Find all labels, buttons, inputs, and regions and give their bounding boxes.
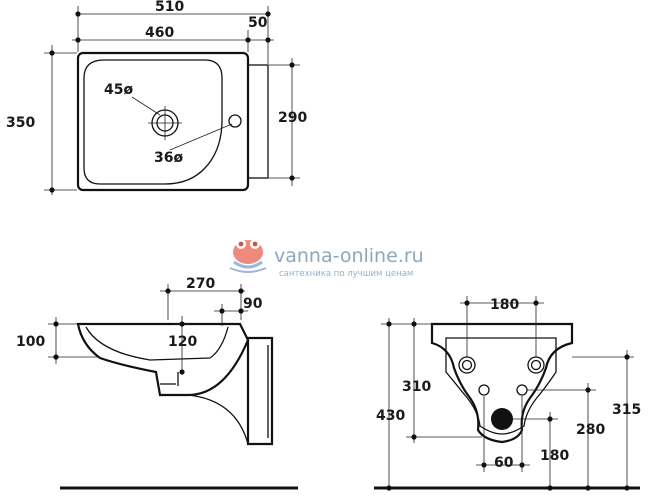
front-outer (430, 322, 574, 444)
front-view: 180 310 430 315 280 60 180 (374, 296, 641, 491)
front-inner (445, 337, 557, 435)
dim-lower-spacing: 60 (494, 455, 514, 471)
mount-hole-left (458, 356, 476, 374)
dim-lower-offset: 180 (540, 448, 569, 464)
dim-mount-spacing: 180 (490, 297, 519, 313)
dim-drain-offset: 120 (168, 334, 197, 350)
dim-mount-height: 310 (402, 379, 431, 395)
lower-hole-left (478, 384, 490, 396)
top-view: 510 460 50 350 290 45ø 36ø (6, 0, 307, 195)
dim-wall-offset: 90 (243, 296, 263, 312)
side-bracket (246, 336, 274, 446)
dim-drain-diameter: 45ø (104, 82, 133, 98)
side-profile (76, 322, 250, 397)
dim-outlet-height: 315 (612, 402, 641, 418)
dim-side-depth: 270 (186, 276, 215, 292)
dim-total-height: 430 (376, 408, 405, 424)
mount-hole-right (527, 356, 545, 374)
tap-hole (228, 114, 242, 128)
dim-tap-hole-diameter: 36ø (154, 150, 183, 166)
wall-bracket (247, 64, 269, 179)
watermark-site: vanna-online.ru (274, 245, 424, 267)
drain-outlet (491, 408, 513, 430)
side-view: 270 90 100 120 (16, 276, 298, 490)
dim-side-height: 100 (16, 334, 45, 350)
frog-logo-icon (229, 239, 267, 273)
lower-hole-right (516, 384, 528, 396)
dim-bracket-height: 290 (278, 110, 307, 126)
inner-bowl (83, 59, 223, 185)
watermark-tagline: сантехника по лучшим ценам (279, 269, 413, 279)
dim-depth: 350 (6, 115, 35, 131)
dim-overall-width: 510 (155, 0, 184, 15)
watermark: vanna-online.ru сантехника по лучшим цен… (229, 239, 424, 279)
dim-bracket-width: 50 (248, 15, 268, 31)
dim-basin-width: 460 (145, 25, 174, 41)
dim-lower-height: 280 (576, 422, 605, 438)
